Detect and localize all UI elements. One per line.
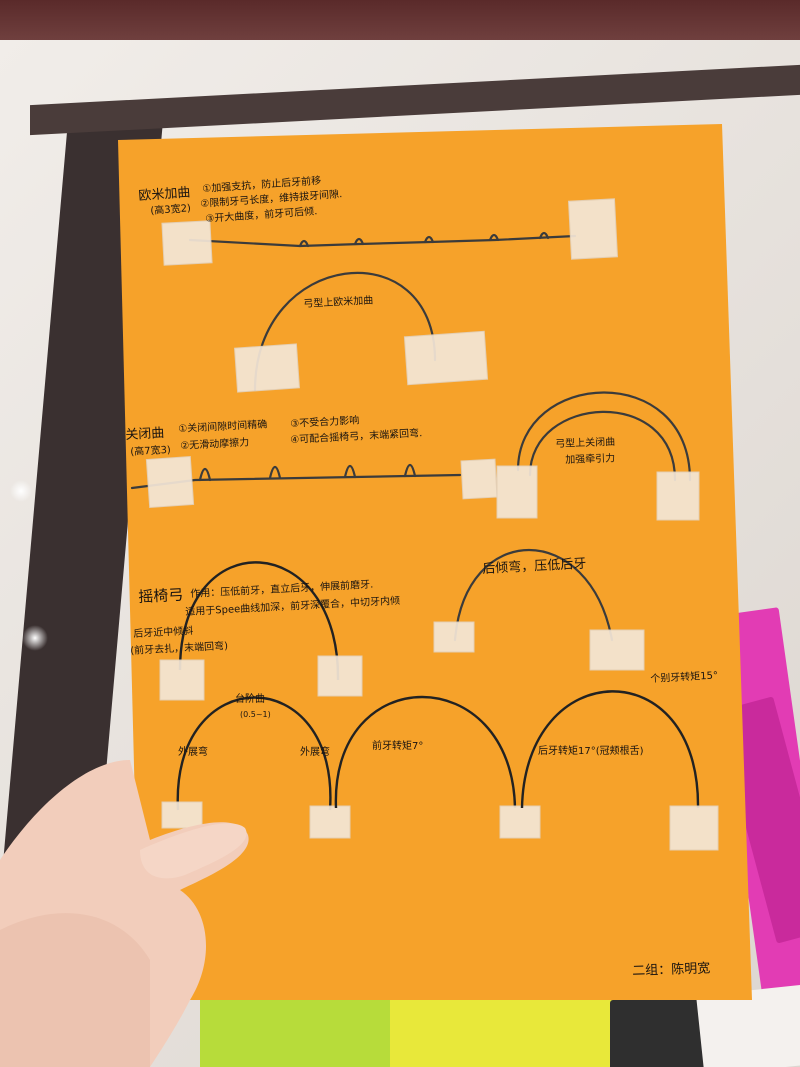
anterior-torque-label: 前牙转矩7°: [372, 741, 424, 752]
floor-reflection: [22, 625, 48, 651]
closing-title: 关闭曲: [125, 425, 165, 443]
step-right-label: 外展弯: [300, 747, 330, 758]
closing-arch-label-2: 加强牵引力: [565, 453, 616, 466]
posterior-torque-label: 后牙转矩17°(冠颊根舌): [538, 746, 644, 757]
step-left-label: 外展弯: [178, 747, 208, 758]
closing-size: (高7宽3): [130, 444, 172, 458]
step-size: (0.5~1): [240, 710, 271, 719]
signature: 二组：陈明宽: [632, 961, 711, 979]
closing-arch-label-1: 弓型上关闭曲: [555, 436, 616, 450]
step-title: 台阶曲: [235, 694, 265, 705]
rocking-title: 摇椅弓: [137, 585, 184, 606]
floor-reflection: [10, 480, 32, 502]
green-board: [200, 990, 410, 1067]
white-board: [696, 984, 800, 1067]
